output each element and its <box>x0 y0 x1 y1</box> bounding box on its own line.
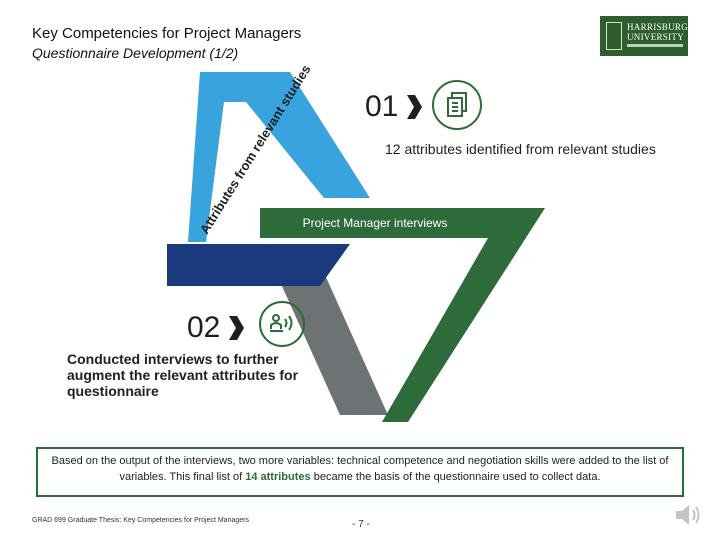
documents-icon <box>432 80 482 130</box>
summary-highlight: 14 attributes <box>245 471 311 483</box>
step-number-02: 02 <box>187 311 221 344</box>
green-band <box>260 208 545 422</box>
logo-mark-icon <box>606 22 622 50</box>
step-number-01: 01 <box>365 90 399 123</box>
interview-speaker-icon <box>259 301 305 347</box>
logo-line-2: UNIVERSITY <box>627 32 684 42</box>
logo-tagline <box>627 44 683 47</box>
university-logo: HARRISBURG UNIVERSITY <box>600 16 688 56</box>
page-title: Key Competencies for Project Managers <box>32 25 302 42</box>
logo-line-1: HARRISBURG <box>627 22 689 32</box>
page-number: - 7 - <box>352 519 370 530</box>
summary-text-before: Based on the output of the interviews, t… <box>51 455 669 483</box>
step-01-text: 12 attributes identified from relevant s… <box>385 141 656 157</box>
step-02-text: Conducted interviews to further augment … <box>67 351 299 399</box>
chevron-right-icon <box>407 95 422 119</box>
gray-arm <box>268 255 388 415</box>
footer-text: GRAD 699 Graduate Thesis: Key Competenci… <box>32 517 249 524</box>
band-label: Project Manager interviews <box>302 216 448 230</box>
page-subtitle: Questionnaire Development (1/2) <box>32 45 239 61</box>
left-arm <box>188 72 370 242</box>
chevron-right-icon <box>229 316 244 340</box>
summary-box: Based on the output of the interviews, t… <box>36 447 684 497</box>
navy-bar <box>167 244 350 286</box>
summary-text-after: became the basis of the questionnaire us… <box>310 471 601 483</box>
speaker-icon[interactable] <box>672 500 702 530</box>
